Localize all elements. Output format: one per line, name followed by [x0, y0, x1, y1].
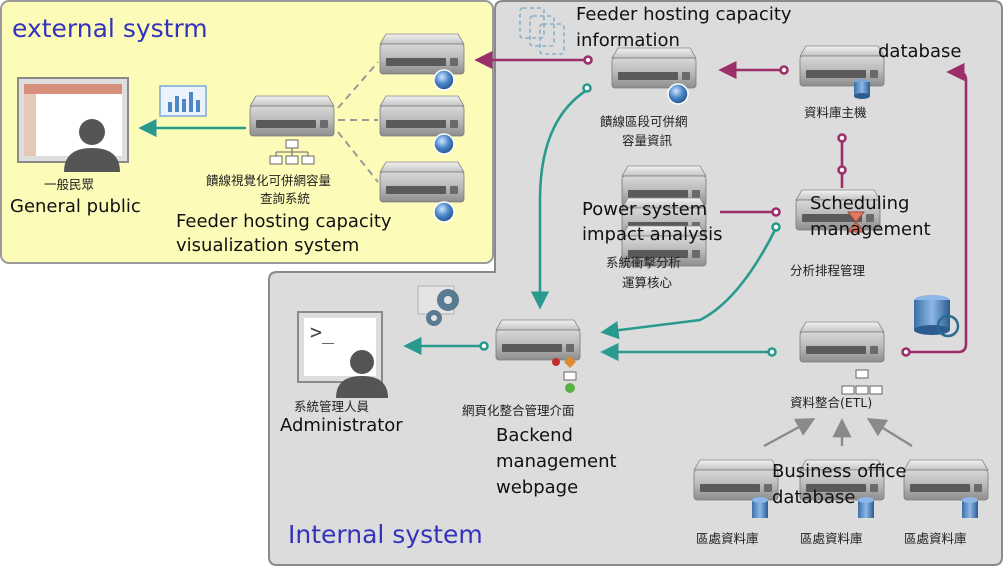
viz-system-en-2: visualization system: [176, 235, 360, 256]
general-public-en: General public: [10, 196, 141, 217]
etl-server-icon: [799, 321, 885, 395]
backend-server-icon: [495, 319, 581, 393]
office-db-zh-2: 區處資料庫: [800, 531, 863, 546]
general-public-monitor-icon: [17, 77, 129, 172]
hosting-info-zh-2: 容量資訊: [622, 133, 673, 148]
teal-arrows: [138, 83, 781, 362]
business-en-1: Business office: [772, 461, 907, 482]
web-server-icon-3: [379, 161, 465, 223]
office-db-server-icon-1: [693, 459, 779, 518]
internal-system-title: Internal system: [288, 520, 483, 549]
web-server-icon-1: [379, 33, 465, 91]
admin-console-prompt: >_: [310, 320, 335, 344]
dashed-links: [337, 61, 379, 183]
business-en-2: database: [772, 487, 856, 508]
backend-en-1: Backend: [496, 425, 573, 446]
chart-icon: [159, 85, 207, 117]
admin-zh: 系統管理人員: [294, 399, 370, 414]
scheduling-server-icon: [795, 189, 881, 233]
scheduling-zh: 分析排程管理: [790, 263, 866, 278]
database-host-server-icon: [799, 45, 885, 99]
settings-gear-icon: [417, 285, 459, 326]
admin-monitor-icon: [297, 311, 388, 398]
etl-zh: 資料整合(ETL): [790, 395, 873, 410]
hosting-info-en-2: information: [576, 30, 680, 51]
power-impact-en-1: Power system: [582, 199, 708, 220]
backend-en-3: webpage: [496, 477, 579, 498]
database-sync-icon: [914, 295, 960, 338]
power-impact-zh-2: 運算核心: [622, 275, 673, 290]
gray-arrows: [763, 417, 913, 448]
backend-en-2: management: [496, 451, 617, 472]
viz-system-zh-2: 查詢系統: [260, 191, 311, 206]
general-public-zh: 一般民眾: [44, 177, 95, 192]
database-en: database: [878, 41, 962, 62]
viz-system-server-icon: [249, 95, 335, 165]
power-impact-en-2: impact analysis: [582, 224, 723, 245]
backend-zh: 網頁化整合管理介面: [462, 403, 575, 418]
scheduling-en-2: management: [810, 219, 931, 240]
admin-en: Administrator: [280, 415, 403, 436]
office-db-server-icon-3: [903, 459, 989, 518]
internal-system-panel: [268, 0, 1003, 566]
database-zh: 資料庫主機: [804, 105, 867, 120]
office-db-server-icon-2: [799, 459, 885, 518]
external-system-title: external systrm: [12, 14, 208, 43]
hosting-info-server-icon: [611, 47, 697, 105]
hosting-info-en-1: Feeder hosting capacity: [576, 4, 792, 25]
web-server-icon-2: [379, 95, 465, 155]
viz-system-en-1: Feeder hosting capacity: [176, 211, 392, 232]
office-db-zh-3: 區處資料庫: [904, 531, 967, 546]
hosting-info-document-icon: [519, 7, 565, 55]
scheduling-en-1: Scheduling: [810, 193, 910, 214]
external-system-panel: [0, 0, 494, 264]
power-impact-zh-1: 系統衝擊分析: [606, 255, 682, 270]
hosting-info-zh-1: 饋線區段可併網: [600, 114, 688, 129]
magenta-arrows: [474, 50, 968, 357]
office-db-zh-1: 區處資料庫: [696, 531, 759, 546]
viz-system-zh-1: 饋線視覺化可併網容量: [206, 173, 332, 188]
